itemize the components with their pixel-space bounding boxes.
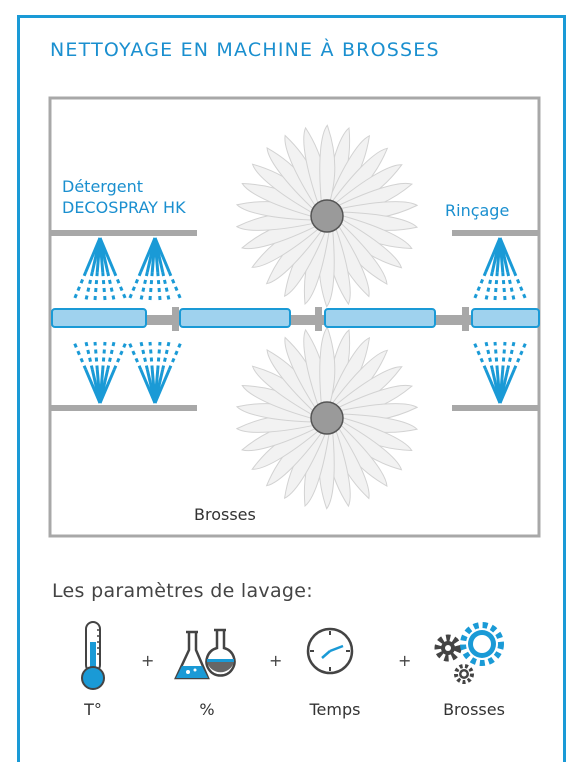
spray-jet [156,271,162,301]
outer-frame [17,15,566,762]
spray-jet [72,271,88,301]
detergent-label-line2: DECOSPRAY HK [62,198,186,217]
spray-jet [148,341,154,370]
spray-jet [84,341,94,370]
spray-jet [127,341,143,371]
thermometer-icon [81,621,105,690]
spray-jet [112,341,128,371]
spray-jet [156,341,162,370]
spray-bar-bottom-right [452,405,539,411]
spray-jet [153,368,171,404]
gears-icon [434,622,504,684]
spray-jet [493,271,499,301]
conveyor [50,307,540,331]
spray-jet [472,271,488,301]
rinse-label: Rinçage [445,201,510,220]
brush-hub [310,401,344,435]
plus-operator: + [398,651,412,670]
spray-jet [101,341,107,370]
machine-diagram [48,96,541,538]
param-label-concentration: % [199,700,215,719]
plus-operator: + [141,651,155,670]
spray-jet [153,237,171,273]
plate [471,308,540,328]
bottom-brush [236,326,418,510]
spray-jet [98,237,116,273]
spray-jet [139,271,149,301]
spray-jet [139,341,149,370]
detergent-label-line1: Détergent [62,177,143,196]
plate [179,308,291,328]
spray-jet [112,271,128,301]
spray-jet [512,271,528,301]
params-heading: Les paramètres de lavage: [52,580,313,602]
spray-jet [98,368,116,404]
spray-jet [493,341,499,370]
param-label-brushes: Brosses [443,700,505,719]
plus-operator: + [269,651,283,670]
param-label-time: Temps [309,700,361,719]
spray-jet [93,271,99,301]
spray-jet [106,341,116,370]
plate [324,308,436,328]
spray-jet [501,341,507,370]
spray-bar-bottom-left [50,405,197,411]
spray-jet [484,271,494,301]
spray-bar-top-right [452,230,539,236]
top-brush [236,124,418,308]
clock-icon [306,627,354,675]
flasks-icon [174,628,236,680]
spray-jet [501,271,507,301]
spray-jet [472,341,488,371]
spray-jet [106,271,116,301]
spray-jets [72,237,528,404]
spray-jet [148,271,154,301]
spray-jet [498,368,516,404]
param-label-temperature: T° [84,700,102,719]
spray-jet [498,237,516,273]
plate [51,308,147,328]
spray-jet [84,271,94,301]
spray-jet [161,341,171,370]
spray-bar-top-left [50,230,197,236]
spray-jet [167,341,183,371]
spray-jet [512,341,528,371]
spray-jet [72,341,88,371]
spray-jet [506,271,516,301]
spray-jet [484,341,494,370]
spray-jet [167,271,183,301]
spray-jet [127,271,143,301]
spray-jet [101,271,107,301]
spray-jet [161,271,171,301]
brush-hub [310,199,344,233]
spray-jet [506,341,516,370]
brushes-label: Brosses [194,505,256,524]
page-title: NETTOYAGE EN MACHINE À BROSSES [50,39,440,61]
spray-jet [93,341,99,370]
